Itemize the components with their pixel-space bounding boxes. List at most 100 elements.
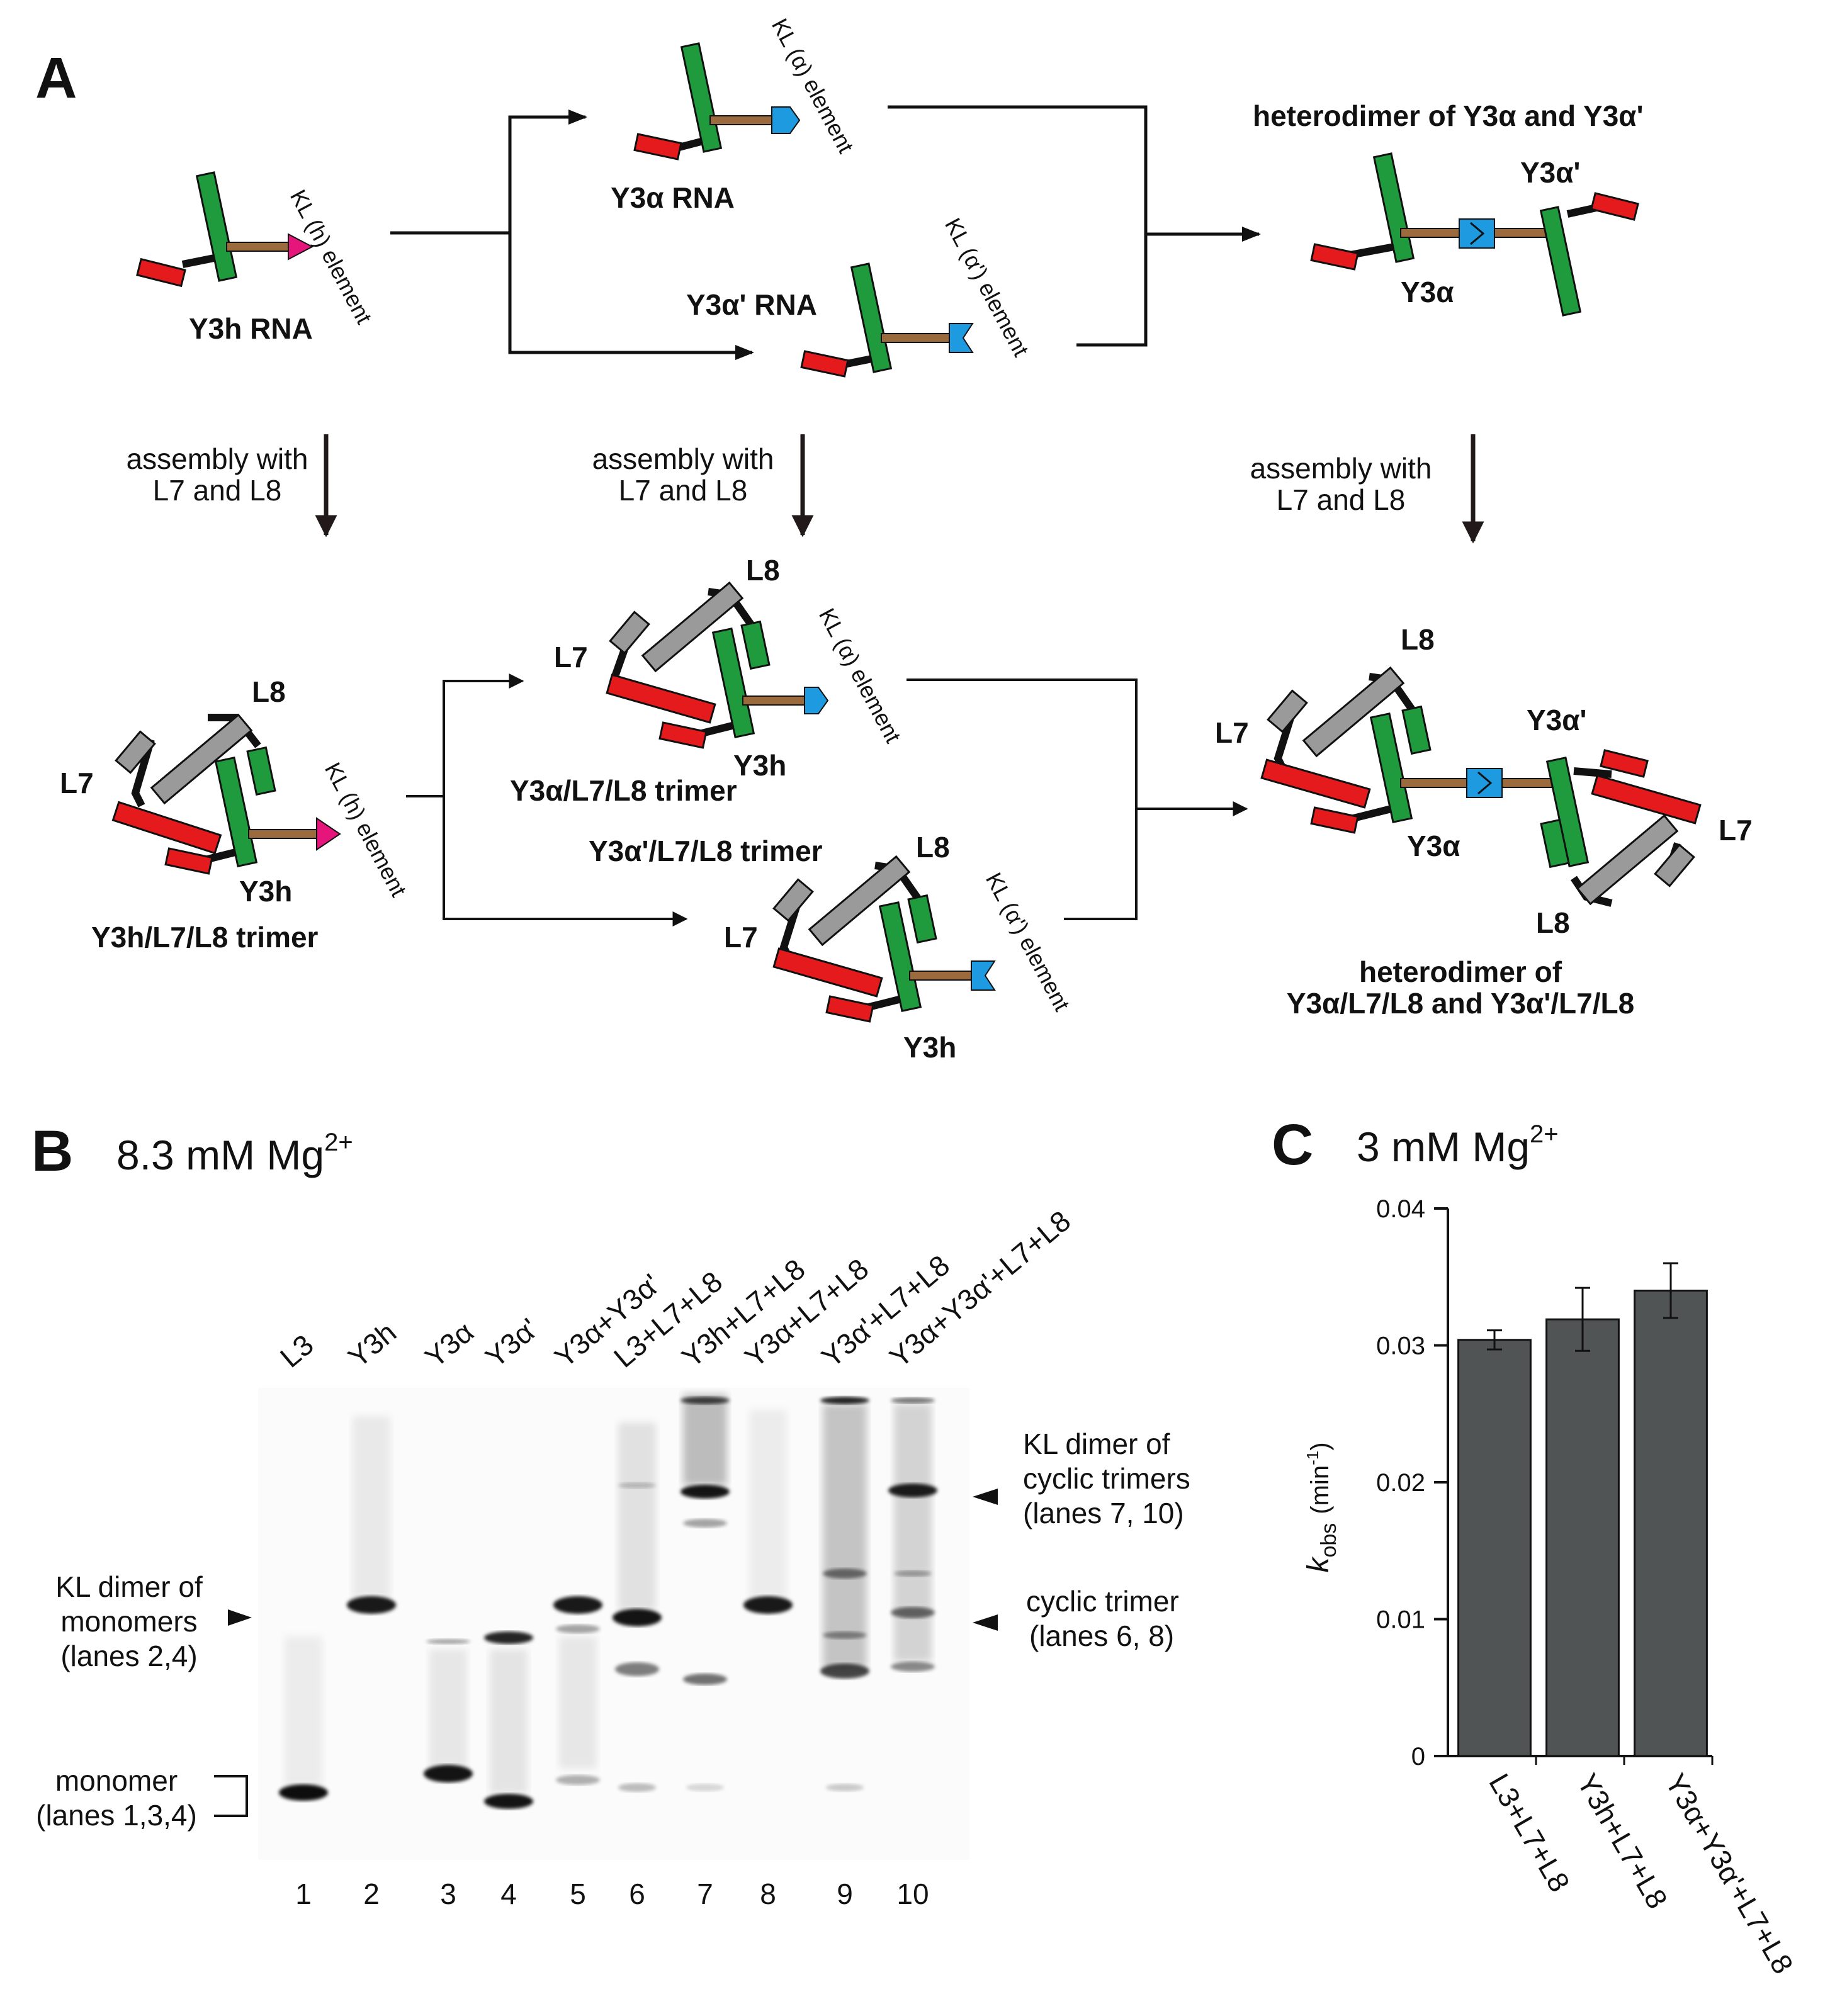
band-lane5-sub <box>556 1625 600 1633</box>
hetero-trimer-l7-left: L7 <box>1215 716 1249 749</box>
lane-number-7: 7 <box>697 1878 713 1910</box>
y3ap-trimer-label: Y3α'/L7/L8 trimer <box>589 835 823 867</box>
y3ap-rna-schematic <box>800 262 974 378</box>
y3a-rna-label: Y3α RNA <box>611 181 735 214</box>
assembly-label-1b: L7 and L8 <box>153 474 282 507</box>
smear-lane8 <box>749 1410 787 1599</box>
smear-lane9 <box>823 1404 867 1668</box>
smear-lane1 <box>285 1636 322 1788</box>
kl-a-element-label: KL (α) element <box>767 14 859 157</box>
left-annot-1-pointer-icon <box>228 1609 252 1626</box>
y3a-trimer-l7: L7 <box>554 641 588 673</box>
y3a-rna-schematic <box>633 42 801 160</box>
y3ap-trimer-kl-label: KL (α') element <box>981 869 1075 1015</box>
right-annot-2-line-2: (lanes 6, 8) <box>1029 1619 1174 1652</box>
lane-number-3: 3 <box>440 1878 456 1910</box>
smear-lane3 <box>429 1649 467 1769</box>
y-tick-label-3: 0.03 <box>1376 1332 1425 1360</box>
y-tick-label-4: 0.04 <box>1376 1195 1425 1223</box>
panel-c-condition: 3 mM Mg2+ <box>1357 1120 1559 1170</box>
right-annot-2-line-1: cyclic trimer <box>1026 1585 1179 1618</box>
band-lane6-monomer <box>618 1783 656 1792</box>
heterodimer-y3a-label: Y3α <box>1401 276 1454 308</box>
bar-3 <box>1634 1290 1708 1757</box>
band-lane7-sub <box>683 1519 727 1528</box>
heterodimer-title: heterodimer of Y3α and Y3α' <box>1253 99 1644 132</box>
y-axis-label: kobs(min-1) <box>1302 1442 1341 1572</box>
band-lane4-monomer <box>484 1794 533 1809</box>
smear-lane6 <box>618 1422 656 1611</box>
left-annot-1-line-1: KL dimer of <box>55 1570 203 1603</box>
lane-number-2: 2 <box>363 1878 380 1910</box>
y3ap-trimer-l7: L7 <box>724 921 758 954</box>
y3h-rna-label: Y3h RNA <box>189 312 313 345</box>
band-lane8-trimer <box>743 1596 793 1614</box>
band-lane10-dimer <box>888 1484 937 1497</box>
y3h-trimer-schematic <box>111 713 341 875</box>
lane-number-4: 4 <box>500 1878 517 1910</box>
hetero-trimer-y3ap: Y3α' <box>1527 704 1586 736</box>
y3a-trimer-label: Y3α/L7/L8 trimer <box>510 774 737 807</box>
hetero-trimer-label-2: Y3α/L7/L8 and Y3α'/L7/L8 <box>1287 987 1634 1020</box>
left-annot-2-line-1: monomer <box>55 1764 178 1797</box>
x-tick-label-1: L3+L7+L8 <box>1483 1768 1576 1897</box>
bar-2 <box>1545 1318 1620 1757</box>
hetero-trimer-l8-top: L8 <box>1401 623 1435 656</box>
gel-bands <box>279 1394 937 1809</box>
y3a-trimer-y3h: Y3h <box>733 749 786 782</box>
band-lane5-monomer <box>556 1775 600 1785</box>
y3h-trimer-l7: L7 <box>60 767 94 799</box>
left-annot-1-line-2: monomers <box>60 1605 197 1638</box>
band-lane3-monomer <box>424 1765 473 1782</box>
y3ap-rna-label: Y3α' RNA <box>686 288 817 321</box>
band-lane2-dimer <box>347 1596 396 1614</box>
x-tick-label-2: Y3h+L7+L8 <box>1571 1768 1674 1914</box>
band-lane10-bottom <box>891 1662 935 1672</box>
lane-label-1: L3 <box>274 1328 320 1374</box>
x-tick-label-3: Y3α+Y3α'+L7+L8 <box>1659 1768 1800 1979</box>
hetero-trimer-schematic <box>1260 666 1702 907</box>
y3h-rna-schematic <box>136 171 314 288</box>
merge-line-bottom <box>907 679 1138 920</box>
arrow-to-y3ap <box>508 233 754 360</box>
band-lane10-well <box>891 1397 935 1404</box>
smear-lane10 <box>894 1404 932 1662</box>
y3h-trimer-l8: L8 <box>252 675 286 708</box>
band-lane9-bottom <box>820 1664 869 1679</box>
left-annot-1-line-3: (lanes 2,4) <box>60 1640 197 1672</box>
right-annot-1-line-2: cyclic trimers <box>1023 1462 1190 1495</box>
hetero-trimer-y3a: Y3α <box>1407 830 1460 862</box>
y3h-trimer-y3h: Y3h <box>239 875 292 908</box>
panel-label-b: B <box>31 1119 73 1183</box>
kl-h-element-label: KL (h) element <box>285 186 377 329</box>
arrow-to-y3a <box>390 110 587 235</box>
right-annot-2-pointer-icon <box>973 1614 998 1631</box>
band-lane7-well <box>681 1397 730 1404</box>
bar-1 <box>1457 1339 1532 1757</box>
band-lane4-dimer <box>484 1631 533 1644</box>
lane-label-3: Y3α <box>419 1315 480 1374</box>
right-annot-1-line-3: (lanes 7, 10) <box>1023 1497 1184 1529</box>
right-annot-1-line-1: KL dimer of <box>1023 1428 1170 1460</box>
lane-number-8: 8 <box>760 1878 776 1910</box>
smear-lane4 <box>490 1649 528 1794</box>
assembly-label-2b: L7 and L8 <box>619 474 748 507</box>
assembly-label-1a: assembly with <box>127 442 308 475</box>
assembly-label-3a: assembly with <box>1250 452 1432 485</box>
band-lane5-dimer <box>553 1596 602 1614</box>
lane-number-6: 6 <box>629 1878 645 1910</box>
band-lane6-sub <box>615 1662 659 1676</box>
left-annot-2-line-2: (lanes 1,3,4) <box>36 1799 197 1832</box>
heterodimer-schematic <box>1310 152 1639 317</box>
panel-label-c: C <box>1272 1113 1313 1177</box>
y3ap-trimer-l8: L8 <box>916 831 950 864</box>
band-lane1-monomer <box>279 1784 328 1801</box>
monomer-bracket-icon <box>214 1775 248 1817</box>
y3a-trimer-kl-label: KL (α) element <box>814 604 907 747</box>
arrow-to-y3a-trimer <box>406 673 524 797</box>
bar-chart: 00.010.020.030.04kobs(min-1)L3+L7+L8Y3h+… <box>1302 1195 1800 1979</box>
band-lane9-lower <box>823 1631 867 1639</box>
